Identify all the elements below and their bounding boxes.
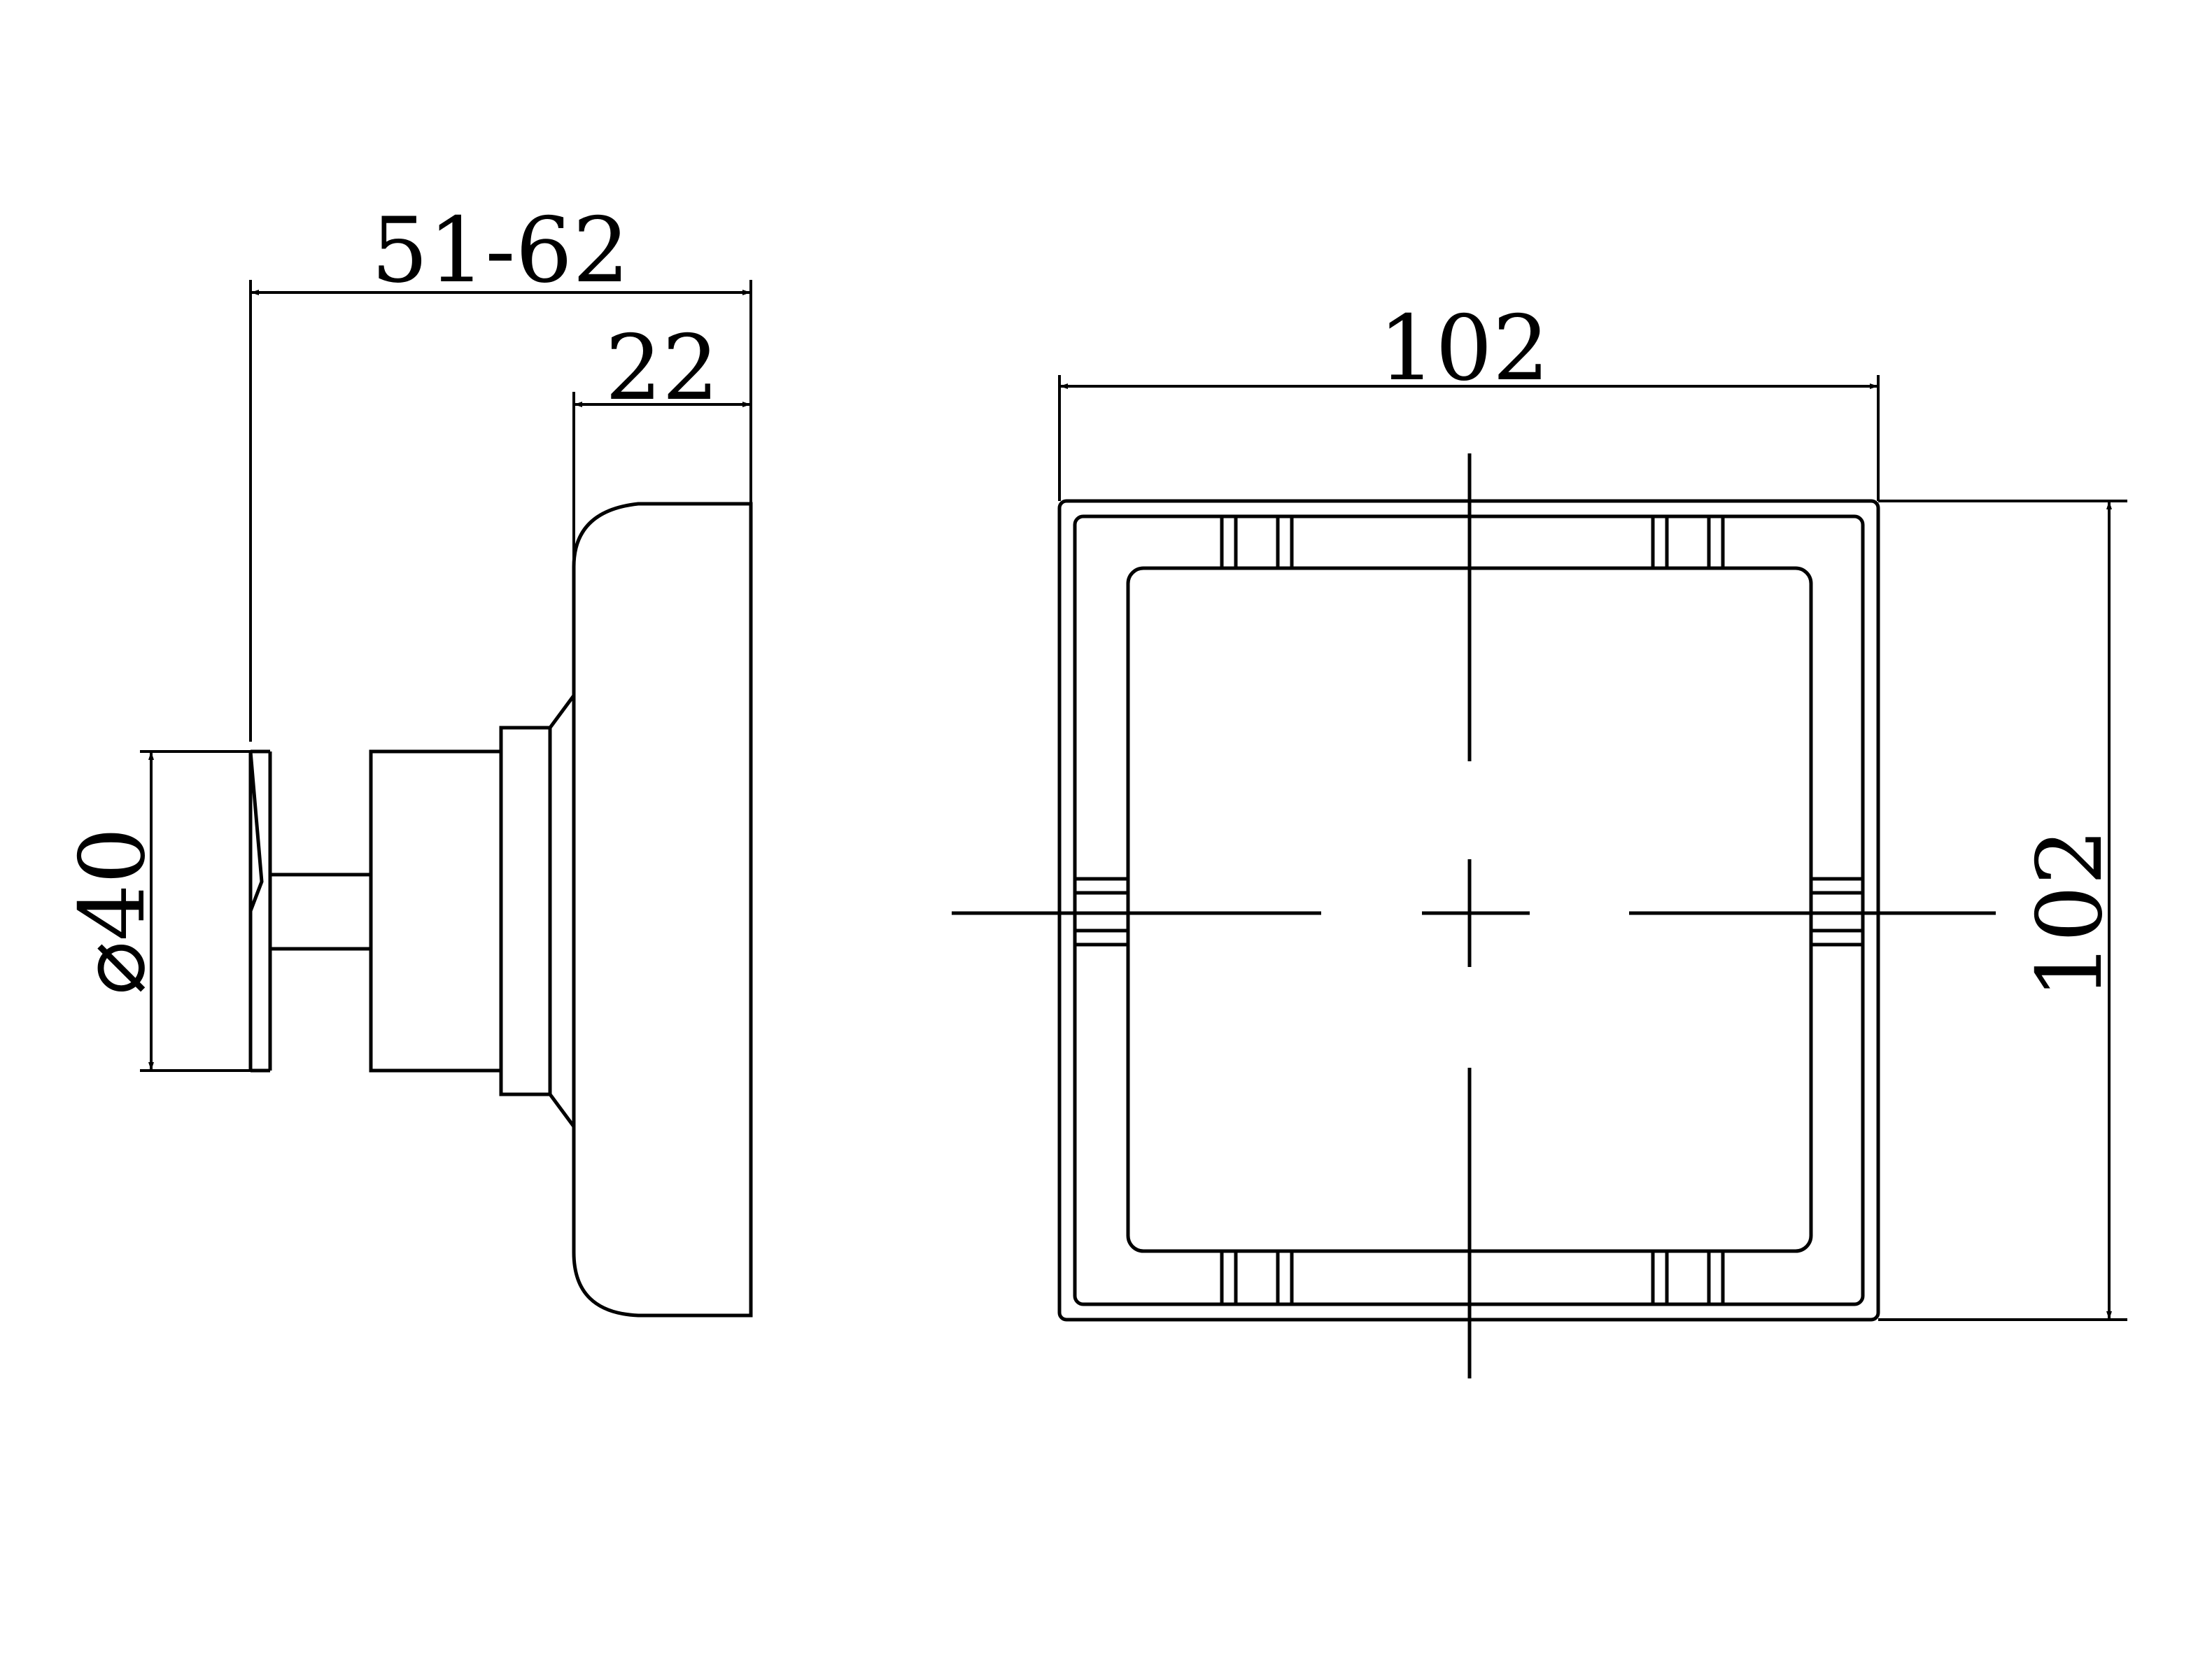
- wall-flange: [248, 749, 272, 1073]
- side-view: 51-62 22 ⌀40: [61, 199, 753, 1318]
- collar: [499, 726, 552, 1096]
- left-tabs: [1075, 877, 1128, 947]
- top-tabs: [1220, 516, 1725, 568]
- bottom-tabs: [1220, 1251, 1725, 1304]
- center-lines: [952, 453, 1996, 1378]
- dish-profile: [572, 502, 753, 1318]
- cone: [548, 694, 576, 1128]
- dim-diameter: ⌀40: [61, 750, 251, 1072]
- front-view: 102 102: [952, 297, 2127, 1378]
- dim-total-depth-label: 51-62: [372, 199, 630, 303]
- dim-height-label: 102: [2018, 828, 2122, 999]
- stem: [270, 873, 371, 951]
- hub-block: [369, 749, 503, 1073]
- dim-width-label: 102: [1379, 297, 1549, 401]
- dim-total-depth: 51-62: [249, 199, 752, 742]
- dim-plate-depth-label: 22: [605, 316, 719, 421]
- right-tabs: [1811, 877, 1863, 947]
- dim-diameter-label: ⌀40: [61, 827, 165, 995]
- dim-plate-depth: 22: [572, 316, 751, 560]
- dim-width: 102: [1058, 297, 1880, 501]
- dim-height: 102: [1878, 500, 2127, 1321]
